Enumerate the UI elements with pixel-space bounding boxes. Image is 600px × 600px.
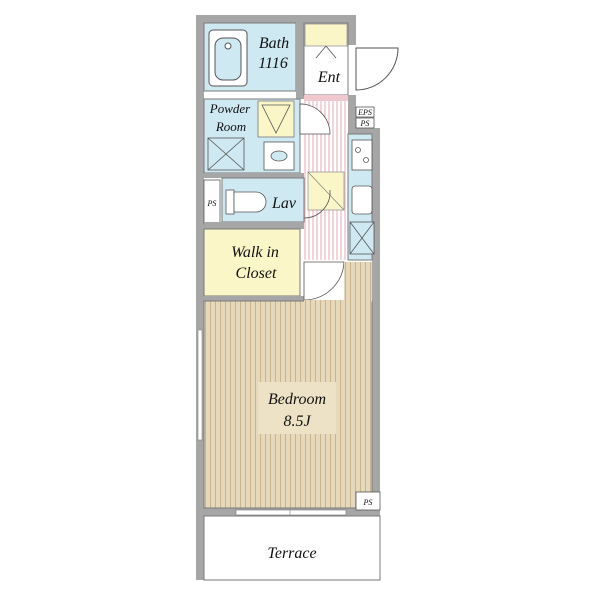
bedroom-door-floor <box>304 300 348 304</box>
shoe-cabinet <box>304 23 348 47</box>
ps-top-box <box>355 117 375 129</box>
corridor-storage-diag <box>307 171 345 211</box>
ps-bottom-box <box>355 491 381 511</box>
bath-label: Bath <box>259 35 289 52</box>
entrance-door-swing <box>355 47 399 91</box>
wall-bath-ent <box>296 15 304 99</box>
terrace-label: Terrace <box>267 545 316 562</box>
wall-kitchen-top <box>348 128 380 134</box>
powder-room-label: Room <box>215 119 246 134</box>
ent-label: Ent <box>317 69 341 86</box>
bathtub-basin <box>214 37 242 81</box>
wall-closet-bedroom <box>204 296 304 301</box>
bedroom-upper-strip <box>344 262 372 302</box>
ps-top-label: PS <box>360 119 370 128</box>
wall-powder-lav <box>204 173 304 178</box>
walk-in-closet <box>203 228 301 297</box>
powder-label: Powder <box>209 101 251 116</box>
wall-ent-top <box>348 15 356 45</box>
drain-icon <box>224 42 232 50</box>
entry-step <box>304 95 348 101</box>
fridge-cross-b <box>349 221 375 255</box>
cabinet-door-right <box>325 45 337 59</box>
storage-cross-b <box>207 137 245 171</box>
powder-door-swing-over <box>299 103 331 135</box>
cabinet-door-left <box>315 45 327 59</box>
eps-box <box>355 106 375 118</box>
left-window <box>197 329 203 441</box>
wall-lav-closet <box>204 222 304 229</box>
washer-space <box>257 100 295 138</box>
burner-icon <box>355 147 361 153</box>
wall-left <box>196 15 204 580</box>
terrace-window <box>235 509 347 516</box>
bedroom-door-swing <box>303 261 345 301</box>
ps-bottom-label: PS <box>363 498 373 507</box>
washer-marker-icon <box>261 104 291 134</box>
wall-top <box>196 15 356 23</box>
bedroom-label: Bedroom <box>268 391 326 408</box>
wall-right <box>372 130 380 516</box>
kitchen-sink-icon <box>351 185 373 215</box>
lav-label: Lav <box>271 195 297 212</box>
closet-label: Closet <box>236 265 277 282</box>
eps-label: EPS <box>357 108 372 117</box>
bedroom-label-bg <box>258 382 336 434</box>
sink-icon <box>270 150 288 162</box>
wall-ent-right <box>348 95 356 135</box>
walkin-label: Walk in <box>231 244 279 261</box>
bedroom-size-label: 8.5J <box>283 413 311 430</box>
ps-left-label: PS <box>207 199 217 208</box>
lav-door-arc <box>303 189 331 219</box>
bath-size-label: 1116 <box>258 55 288 72</box>
burner-icon <box>363 157 369 163</box>
toilet-tank <box>225 189 235 215</box>
stove <box>351 139 373 171</box>
terrace <box>203 515 381 581</box>
toilet-icon <box>233 191 267 213</box>
